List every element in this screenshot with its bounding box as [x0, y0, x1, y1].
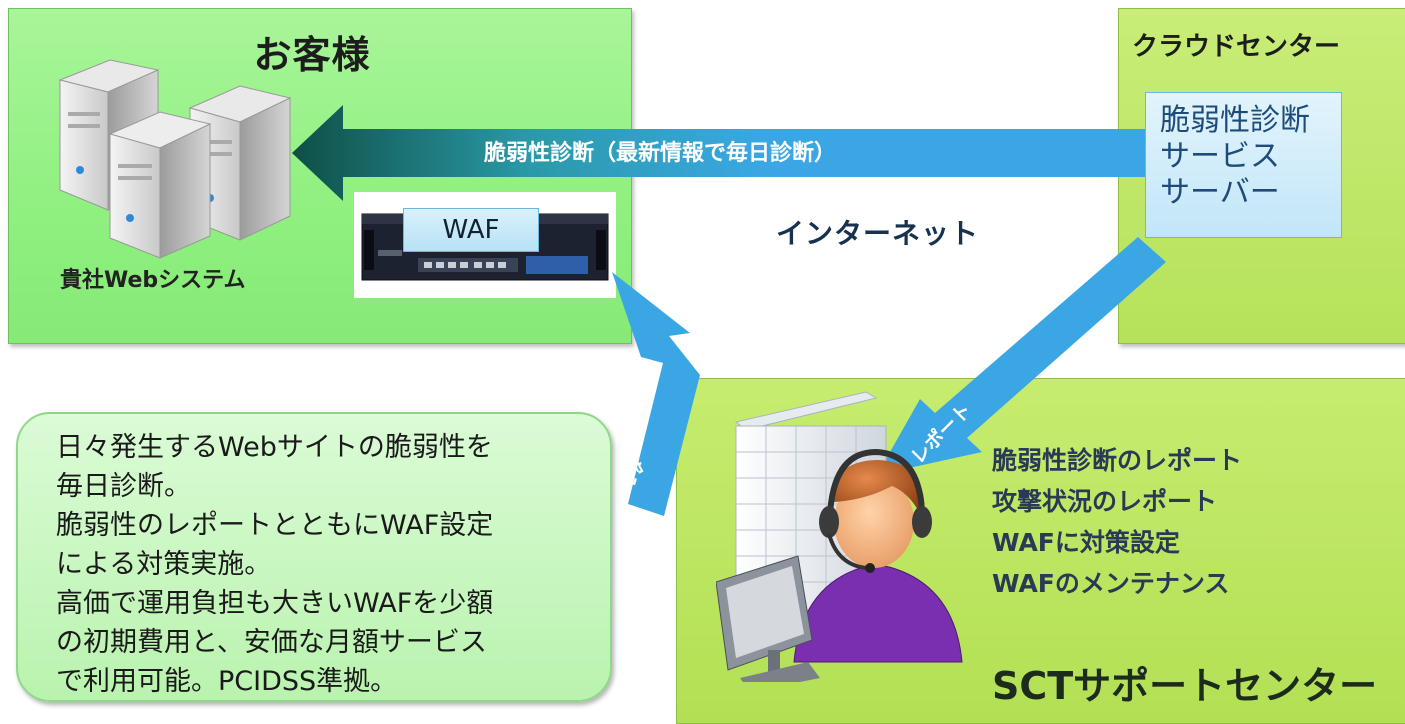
- cloud-center-title: クラウドセンター: [1132, 32, 1341, 62]
- scan-arrow: [292, 105, 1145, 201]
- note-line: による対策実施。: [56, 549, 272, 580]
- scan-arrow-label: 脆弱性診断（最新情報で毎日診断）: [484, 141, 837, 166]
- note-line: の初期費用と、安価な月額サービス: [56, 627, 487, 658]
- sct-services-list: 脆弱性診断のレポート 攻撃状況のレポート WAFに対策設定 WAFのメンテナンス: [992, 440, 1242, 604]
- server-stack-icon: [58, 59, 292, 259]
- server-line: サービス: [1160, 139, 1280, 174]
- description-note-box: 日々発生するWebサイトの脆弱性を 毎日診断。 脆弱性のレポートとともにWAF設…: [16, 412, 612, 702]
- internet-label: インターネット: [776, 217, 980, 250]
- server-front: [108, 111, 212, 259]
- system-label: 貴社Webシステム: [60, 268, 246, 293]
- support-operator-icon: [716, 391, 963, 682]
- arrows-layer: [292, 105, 1166, 516]
- customer-title: お客様: [253, 33, 371, 77]
- service-item: 脆弱性診断のレポート: [992, 446, 1243, 475]
- waf-label-box: WAF: [403, 208, 539, 252]
- service-item: 攻撃状況のレポート: [992, 487, 1218, 516]
- server-line: 脆弱性診断: [1160, 103, 1310, 138]
- note-line: で利用可能。PCIDSS準拠。: [56, 666, 398, 697]
- report-arrow: [877, 237, 1166, 475]
- service-item: WAFに対策設定: [992, 528, 1180, 557]
- note-line: 高価で運用負担も大きいWAFを少額: [56, 588, 494, 619]
- sct-support-title: SCTサポートセンター: [992, 664, 1378, 708]
- note-line: 日々発生するWebサイトの脆弱性を: [56, 432, 493, 463]
- server-line: サーバー: [1160, 175, 1280, 210]
- headset-icon: [827, 448, 925, 515]
- monitor-icon: [716, 555, 820, 682]
- note-line: 毎日診断。: [56, 471, 191, 502]
- scan-service-server-box: 脆弱性診断 サービス サーバー: [1145, 92, 1342, 238]
- note-line: 脆弱性のレポートとともにWAF設定: [56, 510, 494, 541]
- operator-hair: [827, 460, 925, 522]
- service-item: WAFのメンテナンス: [992, 569, 1230, 598]
- waf-maintenance-arrow: [612, 272, 700, 516]
